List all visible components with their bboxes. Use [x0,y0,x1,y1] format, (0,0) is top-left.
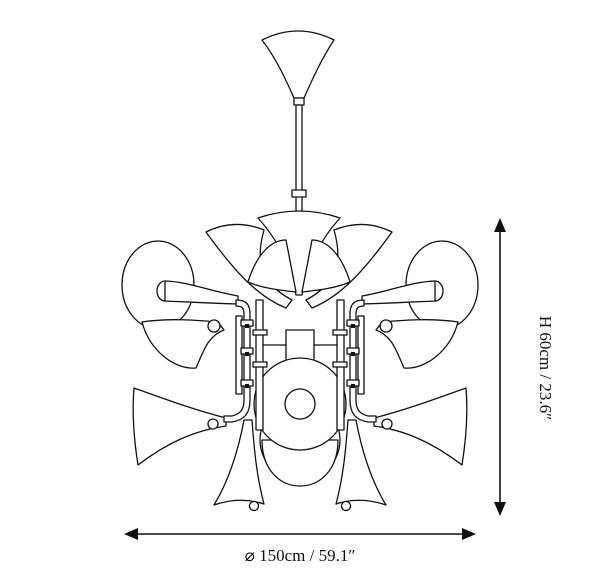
left-frame-arms [223,299,287,431]
height-label: H 60cm / 23.6″ [536,316,555,420]
center-front-disc [253,357,347,487]
right-frame-arms [313,299,377,431]
right-shades [335,240,479,512]
suspension-rod [291,104,307,216]
ceiling-canopy [261,30,335,106]
left-shades [121,240,265,512]
width-dimension-line [124,528,476,540]
width-label: ⌀ 150cm / 59.1″ [245,546,356,565]
back-row-shades [205,210,393,309]
height-dimension-line [494,218,506,516]
